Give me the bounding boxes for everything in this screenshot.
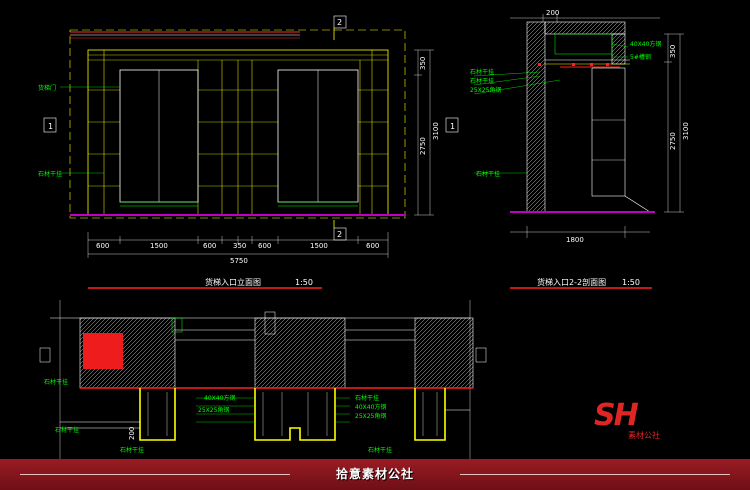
- dim-1: 600: [96, 242, 109, 250]
- s11-right-3: 25X25角钢: [355, 412, 386, 420]
- s22-dim-right-1: 350: [669, 45, 677, 58]
- elevation-scale: 1:50: [295, 278, 313, 287]
- section-mark-right: 1: [450, 122, 455, 131]
- red-highlight-block: [83, 333, 123, 369]
- logo-text: 素材公社: [628, 431, 660, 440]
- section-mark-bottom: 2: [337, 230, 342, 239]
- s11-right-4: 石材干挂: [368, 446, 392, 454]
- section-2-2-scale: 1:50: [622, 278, 640, 287]
- dim-2: 1500: [150, 242, 168, 250]
- label-stone-cladding: 石材干挂: [38, 170, 62, 178]
- s11-left-1: 石材干挂: [44, 378, 68, 386]
- banner-rule-left: [20, 474, 290, 475]
- dim-7: 600: [366, 242, 379, 250]
- section-2-2-drawing: [473, 14, 684, 289]
- s11-left-2: 40X40方钢: [204, 394, 235, 402]
- s11-right-2: 40X40方钢: [355, 403, 386, 411]
- dim-top: 200: [546, 9, 559, 17]
- section-2-2-text: 200 石材干挂 石材干挂 25X25角钢 40X40方钢 5#槽钢 石材干挂 …: [470, 9, 690, 287]
- s22-label-3: 25X25角钢: [470, 86, 501, 94]
- logo-mark: SH: [594, 398, 639, 433]
- dim-total: 5750: [230, 257, 248, 265]
- s22-dim-right-2: 2750: [669, 132, 677, 150]
- banner-text: 拾意素材公社: [335, 467, 414, 481]
- s11-dim-small: 200: [128, 427, 136, 440]
- dim-right-total: 3100: [432, 122, 440, 140]
- dim-6: 1500: [310, 242, 328, 250]
- s22-label-2: 石材干挂: [470, 77, 494, 85]
- banner-rule-right: [460, 474, 730, 475]
- s22-dim-right-total: 3100: [682, 122, 690, 140]
- section-2-2-title: 货梯入口2-2剖面图: [537, 277, 606, 287]
- dim-right-1: 350: [419, 57, 427, 70]
- s22-label-6: 石材干挂: [476, 170, 500, 178]
- s22-dim-bottom: 1800: [566, 236, 584, 244]
- s22-label-5: 5#槽钢: [630, 53, 651, 61]
- s11-left-4: 石材干挂: [55, 426, 79, 434]
- s22-label-4: 40X40方钢: [630, 40, 661, 48]
- elevation-drawing: [43, 15, 459, 289]
- s22-label-1: 石材干挂: [470, 68, 494, 76]
- section-mark-left: 1: [48, 122, 53, 131]
- elevation-title: 货梯入口立面图: [205, 277, 261, 287]
- sh-logo: SH 素材公社: [594, 398, 686, 448]
- dim-3: 600: [203, 242, 216, 250]
- section-1-1-drawing: [39, 300, 487, 475]
- s11-right-1: 石材干挂: [355, 394, 379, 402]
- section-mark-top: 2: [337, 18, 342, 27]
- dim-5: 600: [258, 242, 271, 250]
- dim-4: 350: [233, 242, 246, 250]
- elevation-text: 2 2 1 1 货梯门 石材干挂 600 1500 600 350 600 15…: [38, 18, 455, 287]
- watermark-banner: 拾意素材公社: [0, 459, 750, 490]
- s11-left-3: 25X25角钢: [198, 406, 229, 414]
- s11-left-5: 石材干挂: [120, 446, 144, 454]
- section-1-1-text: 石材干挂 40X40方钢 25X25角钢 石材干挂 石材干挂 石材干挂 40X4…: [44, 378, 392, 454]
- label-elevator-door: 货梯门: [38, 84, 56, 92]
- dim-right-2: 2750: [419, 137, 427, 155]
